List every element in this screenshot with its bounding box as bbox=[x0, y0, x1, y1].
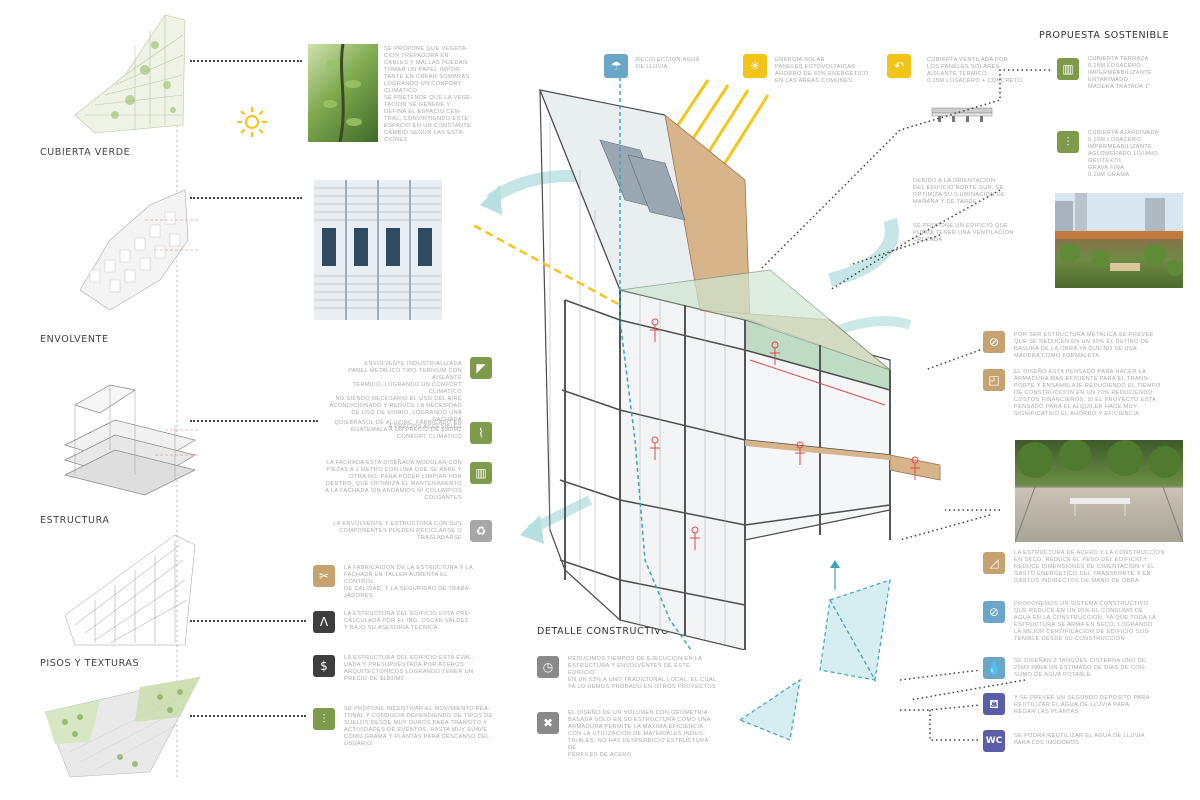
wc-icon: WC bbox=[983, 730, 1005, 752]
leader-line-2 bbox=[190, 197, 302, 199]
vegetation-text: SE PROPONE QUE VEGETA- CION TREPADORA EN… bbox=[384, 46, 473, 143]
garden-roof-icon: ⫶ bbox=[1057, 131, 1079, 153]
budget-text: LA ESTRUCTURA DEL EDIFICIO ESTA EVAL- UA… bbox=[344, 655, 474, 682]
guide-line bbox=[176, 20, 178, 780]
roof-section-detail bbox=[931, 107, 993, 122]
terrace-roof-text: CUBIERTA TERRAZA 0.15M LOSACERO IMPERMEA… bbox=[1088, 56, 1153, 90]
solar-energy-text: ENERGIA SOLAR PANELES FOTOVOLTAICAS AHOR… bbox=[775, 57, 869, 84]
recycle-icon: ♻ bbox=[470, 520, 492, 542]
window-icon: ▥ bbox=[470, 462, 492, 484]
solar-energy-icon: ☀ bbox=[743, 54, 767, 78]
heading-propuesta-sostenible: PROPUESTA SOSTENIBLE bbox=[1039, 30, 1170, 41]
right-leader-lines bbox=[759, 69, 1050, 701]
truss-text: EL DISEÑO ESTA PENSADO PARA HACER LA ARM… bbox=[1014, 369, 1161, 417]
green-roof-diagram bbox=[74, 15, 186, 134]
wood-deck-icon: ▥ bbox=[1057, 58, 1079, 80]
water-leader-lines bbox=[899, 670, 981, 741]
dollar-icon: $ bbox=[313, 655, 335, 677]
dry-construction-text: LA ESTRUCTURA DE ACERO Y LA CONSTRUCCION… bbox=[1014, 550, 1165, 584]
construction-system-text: PROPONEMOS UN SISTEMA CONSTRUCTIVO QUE R… bbox=[1014, 601, 1157, 642]
framing-diagram bbox=[64, 534, 196, 646]
tanks-text: SE DISEÑAN 2 TANQUES CISTERNA UNO DE 25M… bbox=[1014, 658, 1147, 678]
recycle-text: LA ENVOLVENTE Y ESTRUCTURA CON SUS COMPO… bbox=[333, 521, 462, 541]
envelope-diagram bbox=[79, 189, 200, 311]
terrace-photo bbox=[1015, 440, 1183, 542]
compass-icon: Λ bbox=[313, 611, 335, 633]
leader-line-3 bbox=[190, 420, 318, 422]
heading-detalle-constructivo: DETALLE CONSTRUCTIVO bbox=[537, 626, 670, 637]
ventilated-roof-icon: ↶ bbox=[887, 54, 911, 78]
roof-garden-photo bbox=[1055, 193, 1183, 288]
section-title-pisos-texturas: PISOS Y TEXTURAS bbox=[40, 658, 140, 669]
water-tank-triangles bbox=[738, 560, 891, 741]
facade-louvres-photo bbox=[314, 180, 442, 320]
deposit-text: Y SE PREVEE UN SEGUNDO DEPOSITO PARA REU… bbox=[1014, 695, 1150, 715]
section-title-estructura: ESTRUCTURA bbox=[40, 515, 110, 526]
modular-facade-text: LA FACHADA ESTA DISEÑADA MODULAR CON PIE… bbox=[325, 460, 462, 501]
no-waste-icon: ⊘ bbox=[983, 331, 1005, 353]
leader-line-1 bbox=[190, 60, 302, 62]
fabrication-text: LA FABRICACION DE LA ESTRUCTURA Y LA FAC… bbox=[344, 565, 473, 599]
panel-icon: ◤ bbox=[470, 357, 492, 379]
cross-ventilation-text: SE PROPONE UN EDIFICIO QUE PUEDA TENER U… bbox=[913, 223, 1014, 243]
precalculated-text: LA ESTRUCTURA DEL EDIFICIO ESTA PRE- CAL… bbox=[344, 611, 471, 631]
rain-collection-icon: ☂ bbox=[604, 54, 628, 78]
leader-line-5 bbox=[190, 715, 306, 717]
quiebrasol-text: QUIEBRASOL DE ALUZINC, FABRICADO EN GUAT… bbox=[334, 420, 462, 440]
reuse-water-text: SE PODRA REUTILIZAR EL AGUA DE LLUVIA PA… bbox=[1014, 733, 1145, 746]
structure-diagram bbox=[63, 384, 200, 496]
louvre-icon: ⌇ bbox=[470, 422, 492, 444]
watering-can-icon: ⛾ bbox=[983, 693, 1005, 715]
section-title-cubierta-verde: CUBIERTA VERDE bbox=[40, 147, 131, 158]
section-title-envolvente: ENVOLVENTE bbox=[40, 334, 109, 345]
water-drop-icon: 💧 bbox=[983, 657, 1005, 679]
wrench-icon: ✖ bbox=[537, 712, 559, 734]
floors-text: SE PROPONE INCENTIVAR EL MOVIMIENTO PEA-… bbox=[344, 706, 493, 747]
building-axonometric bbox=[470, 70, 941, 650]
grass-icon: ⫶ bbox=[313, 708, 335, 730]
sun-icon bbox=[237, 107, 267, 137]
rain-collection-text: RECOLECCION AGUA DE LLUVIA bbox=[636, 57, 700, 70]
orientation-text: DEBIDO A LA ORIENTACION DEL EDIFICIO NOR… bbox=[913, 178, 1006, 205]
geometry-text: EL DISEÑO DE UN VOLUMEN CON GEOMETRIA BA… bbox=[568, 710, 711, 758]
clock-icon: ◷ bbox=[537, 656, 559, 678]
climbing-plants-photo bbox=[308, 44, 378, 142]
ventilated-roof-text: CUBIERTA VENTILADA POR LOS PANELES SOLAR… bbox=[927, 57, 1023, 84]
floor-textures-diagram bbox=[44, 676, 201, 778]
industrial-envelope-text: ENVOLVENTE INDUSTRIALIZADA PANEL METALIC… bbox=[329, 361, 462, 430]
lightweight-icon: ◿ bbox=[983, 552, 1005, 574]
tools-icon: ✂ bbox=[313, 565, 335, 587]
garden-roof-text: CUBIERTA AJARDINADA 0.15M LOSACERO IMPER… bbox=[1088, 130, 1159, 178]
metal-structure-text: POR SER ESTRUCTURA METALICA SE PREVEE QU… bbox=[1014, 332, 1154, 359]
execution-time-text: REDUCIMOS TIEMPOS DE EJECUCION EN LA EST… bbox=[568, 656, 717, 690]
water-saving-icon: ⊘ bbox=[983, 601, 1005, 623]
leader-line-4 bbox=[190, 620, 306, 622]
truss-icon: ◰ bbox=[983, 369, 1005, 391]
